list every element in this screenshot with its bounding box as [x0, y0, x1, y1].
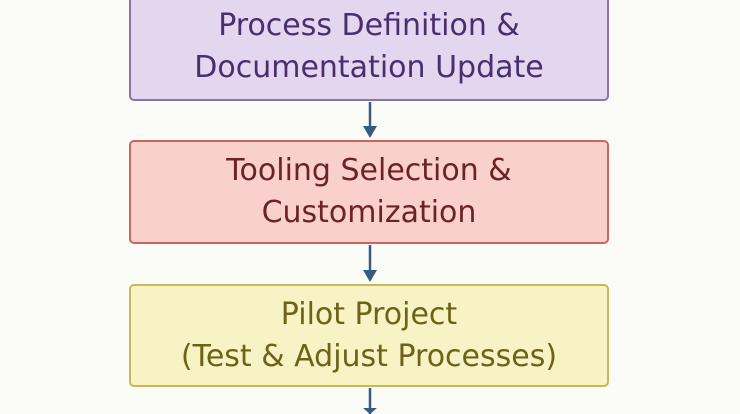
step-label-line1: Pilot Project — [280, 296, 458, 332]
step-label-line2: (Test & Adjust Processes) — [180, 338, 558, 374]
step-label-line2: Customization — [261, 195, 477, 230]
arrow-step1-to-step2 — [363, 102, 377, 138]
arrow-step2-to-step3 — [363, 245, 377, 282]
step-label-line1: Process Definition & — [218, 7, 520, 43]
step-box-tooling-selection: Tooling Selection & Customization — [129, 140, 609, 244]
step-box-pilot-project: Pilot Project (Test & Adjust Processes) — [129, 284, 609, 387]
step-label-line2: Documentation Update — [194, 49, 544, 85]
step-box-process-definition: Process Definition & Documentation Updat… — [129, 0, 609, 101]
arrow-step3-to-next — [363, 388, 377, 414]
step-label-line1: Tooling Selection & — [226, 153, 512, 188]
